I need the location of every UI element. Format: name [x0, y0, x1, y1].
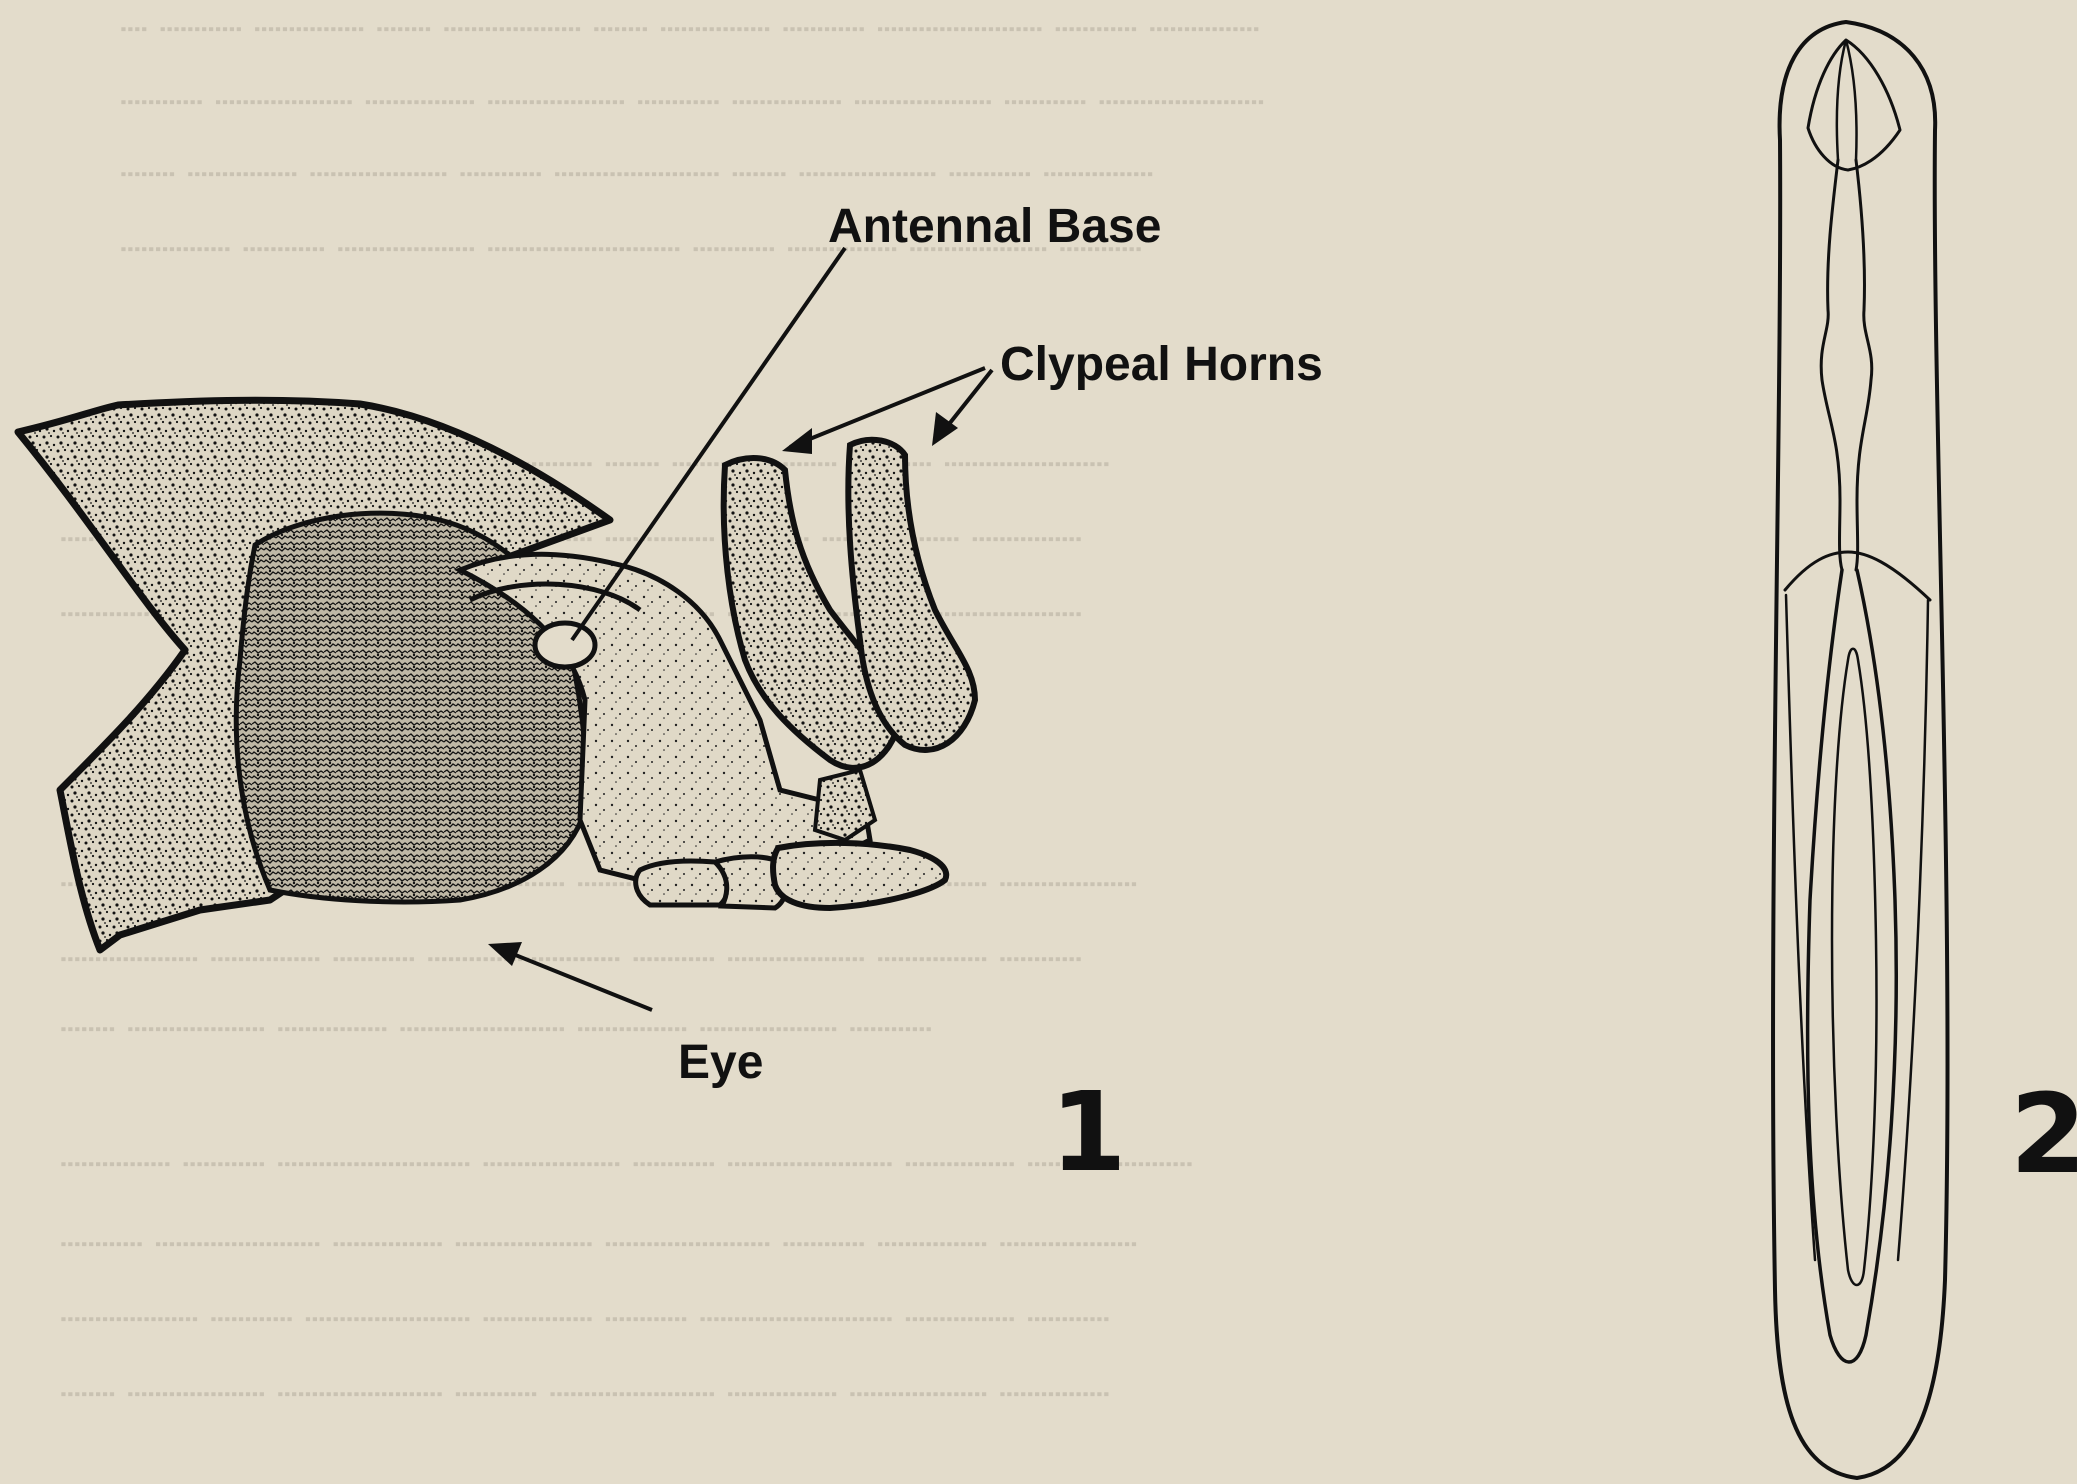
clypeal-horns-leader-arrow-1	[790, 368, 985, 447]
label-antennal-base: Antennal Base	[828, 200, 1161, 253]
svg-text:┈┈┈┈ ┈┈┈ ┈┈┈┈┈┈┈ ┈┈┈┈┈ ┈┈┈ ┈┈┈: ┈┈┈┈ ┈┈┈ ┈┈┈┈┈┈┈ ┈┈┈┈┈ ┈┈┈ ┈┈┈┈┈┈ ┈┈┈┈ ┈…	[60, 1139, 1193, 1190]
svg-text:┈┈ ┈┈┈┈┈ ┈┈┈┈ ┈┈┈┈┈┈ ┈┈┈┈ ┈┈┈┈: ┈┈ ┈┈┈┈┈ ┈┈┈┈ ┈┈┈┈┈┈ ┈┈┈┈ ┈┈┈┈┈ ┈┈┈	[60, 1004, 932, 1055]
figure-2-outline-drawing	[1773, 22, 1948, 1478]
svg-text:┈ ┈┈┈ ┈┈┈┈ ┈┈ ┈┈┈┈┈ ┈┈ ┈┈┈┈ ┈┈: ┈ ┈┈┈ ┈┈┈┈ ┈┈ ┈┈┈┈┈ ┈┈ ┈┈┈┈ ┈┈┈ ┈┈┈┈┈┈ ┈…	[120, 4, 1260, 55]
palp-segment-1	[636, 861, 729, 905]
svg-text:┈┈┈ ┈┈┈┈┈┈ ┈┈┈┈ ┈┈┈┈┈ ┈┈┈┈┈┈ ┈: ┈┈┈ ┈┈┈┈┈┈ ┈┈┈┈ ┈┈┈┈┈ ┈┈┈┈┈┈ ┈┈┈ ┈┈┈┈ ┈┈…	[60, 1219, 1138, 1270]
svg-text:┈┈ ┈┈┈┈ ┈┈┈┈┈ ┈┈┈ ┈┈┈┈┈┈ ┈┈ ┈┈: ┈┈ ┈┈┈┈ ┈┈┈┈┈ ┈┈┈ ┈┈┈┈┈┈ ┈┈ ┈┈┈┈┈ ┈┈┈ ┈┈…	[120, 149, 1154, 200]
svg-text:┈┈┈ ┈┈┈┈┈ ┈┈┈┈ ┈┈┈┈┈ ┈┈┈ ┈┈┈┈: ┈┈┈ ┈┈┈┈┈ ┈┈┈┈ ┈┈┈┈┈ ┈┈┈ ┈┈┈┈ ┈┈┈┈┈ ┈┈┈ …	[120, 77, 1264, 128]
label-clypeal-horns: Clypeal Horns	[1000, 338, 1323, 391]
antennal-base-socket	[535, 623, 595, 667]
svg-text:┈┈┈┈┈ ┈┈┈ ┈┈┈┈┈┈ ┈┈┈┈ ┈┈┈ ┈┈┈┈: ┈┈┈┈┈ ┈┈┈ ┈┈┈┈┈┈ ┈┈┈┈ ┈┈┈ ┈┈┈┈┈┈┈ ┈┈┈┈ ┈…	[60, 1294, 1110, 1345]
label-eye: Eye	[678, 1036, 763, 1089]
figure-2-shaft-left	[1821, 160, 1842, 570]
figure-2-lower-loop-inner	[1832, 649, 1877, 1285]
figure-2-shaft-right	[1856, 160, 1872, 570]
figure-2-apex-line	[1837, 40, 1857, 160]
figure-1-number: 1	[1050, 1068, 1127, 1196]
figure-2-upper-cap	[1808, 40, 1900, 170]
figure-2-number: 2	[2010, 1070, 2077, 1198]
svg-text:┈┈ ┈┈┈┈┈ ┈┈┈┈┈┈ ┈┈┈ ┈┈┈┈┈┈ ┈┈┈: ┈┈ ┈┈┈┈┈ ┈┈┈┈┈┈ ┈┈┈ ┈┈┈┈┈┈ ┈┈┈┈ ┈┈┈┈┈ ┈┈…	[60, 1369, 1110, 1420]
figure-2-side-struts	[1786, 595, 1928, 1260]
figure-2-lower-loop-outer	[1808, 570, 1897, 1362]
figure-2-outer-contour	[1773, 22, 1948, 1478]
